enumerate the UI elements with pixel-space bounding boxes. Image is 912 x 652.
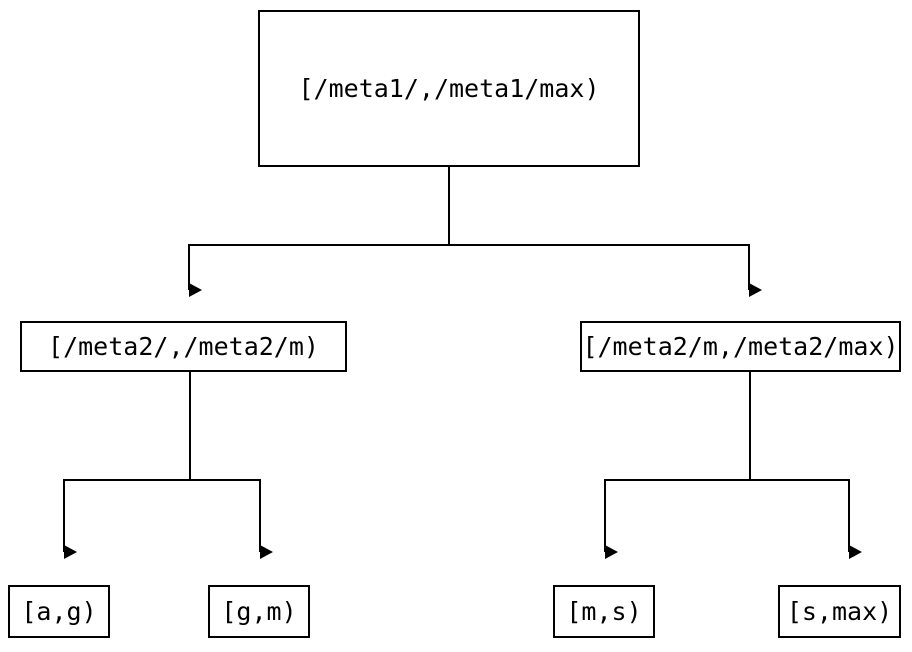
tree-node-leaf-ag-label: [a,g) xyxy=(21,597,97,626)
edge-mid-left-to-leaf-ag xyxy=(63,372,191,559)
edge-mid-right-to-leaf-smax xyxy=(750,479,862,559)
tree-node-leaf-gm-label: [g,m) xyxy=(221,597,297,626)
tree-node-leaf-ms-label: [m,s) xyxy=(566,597,642,626)
tree-node-mid-right[interactable]: [/meta2/m,/meta2/max) xyxy=(580,321,901,372)
tree-node-leaf-smax[interactable]: [s,max) xyxy=(778,585,901,638)
tree-node-leaf-ms[interactable]: [m,s) xyxy=(553,585,655,638)
tree-node-root-label: [/meta1/,/meta1/max) xyxy=(298,74,600,103)
tree-node-leaf-gm[interactable]: [g,m) xyxy=(208,585,310,638)
tree-node-mid-left-label: [/meta2/,/meta2/m) xyxy=(48,332,319,361)
tree-node-root[interactable]: [/meta1/,/meta1/max) xyxy=(258,10,640,167)
tree-node-leaf-ag[interactable]: [a,g) xyxy=(8,585,110,638)
edge-root-to-mid-right xyxy=(449,244,762,297)
edge-mid-left-to-leaf-gm xyxy=(190,479,273,559)
tree-node-mid-left[interactable]: [/meta2/,/meta2/m) xyxy=(20,321,347,372)
tree-node-leaf-smax-label: [s,max) xyxy=(786,597,893,626)
edge-mid-right-to-leaf-ms xyxy=(604,372,751,559)
tree-node-mid-right-label: [/meta2/m,/meta2/max) xyxy=(582,332,899,361)
edge-root-to-mid-left xyxy=(188,167,450,297)
